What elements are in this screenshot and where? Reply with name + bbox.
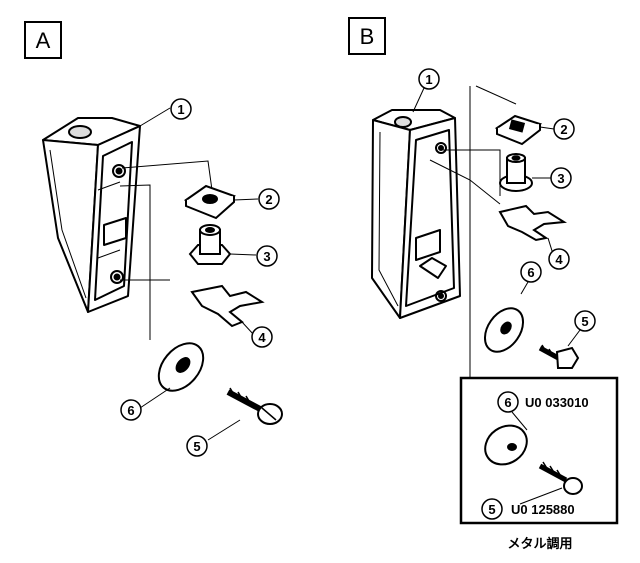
inset-washer-part-code: U0 033010 bbox=[525, 395, 589, 410]
svg-text:6: 6 bbox=[527, 265, 534, 280]
svg-text:5: 5 bbox=[488, 502, 495, 517]
panel-b-label: B bbox=[360, 24, 375, 49]
svg-text:5: 5 bbox=[193, 439, 200, 454]
inset-leader-washer bbox=[511, 411, 528, 431]
panel-a-callout-1: 1 bbox=[170, 98, 192, 120]
panel-a-label-box: A bbox=[24, 21, 62, 59]
panel-a-guides bbox=[119, 160, 213, 340]
panel-b-callout-3: 3 bbox=[550, 167, 572, 189]
panel-b-spring-clip bbox=[498, 204, 568, 242]
svg-text:3: 3 bbox=[557, 171, 564, 186]
panel-b-callout-1: 1 bbox=[418, 68, 440, 90]
panel-b-label-box: B bbox=[348, 17, 386, 55]
svg-text:4: 4 bbox=[555, 252, 563, 267]
panel-b-callout-5: 5 bbox=[574, 310, 596, 332]
inset-washer-callout: 6 bbox=[497, 391, 519, 413]
svg-text:6: 6 bbox=[504, 395, 511, 410]
inset-screw-callout: 5 bbox=[481, 498, 503, 520]
svg-text:5: 5 bbox=[581, 314, 588, 329]
panel-a-callout-5: 5 bbox=[186, 435, 208, 457]
panel-a-hex-boss bbox=[188, 224, 232, 265]
panel-a-screw bbox=[226, 387, 283, 425]
panel-b-boss bbox=[499, 153, 533, 192]
svg-text:2: 2 bbox=[265, 192, 272, 207]
panel-b-screw bbox=[538, 344, 580, 369]
panel-a-callout-2: 2 bbox=[258, 188, 280, 210]
inset-screw bbox=[538, 461, 583, 495]
svg-text:1: 1 bbox=[425, 72, 432, 87]
panel-a-label: A bbox=[36, 28, 51, 53]
panel-a-square-nut bbox=[183, 184, 236, 220]
panel-b-bracket bbox=[371, 109, 461, 319]
inset-washer bbox=[484, 424, 528, 466]
panel-b-leaders bbox=[412, 87, 581, 347]
svg-text:4: 4 bbox=[258, 330, 266, 345]
panel-a-leaders bbox=[139, 107, 259, 441]
svg-text:2: 2 bbox=[560, 122, 567, 137]
metal-variant-caption: メタル調用 bbox=[507, 536, 572, 552]
svg-text:3: 3 bbox=[263, 249, 270, 264]
panel-b-square-nut bbox=[494, 114, 543, 146]
inset-leader-screw bbox=[519, 487, 563, 505]
panel-a-bracket bbox=[42, 117, 141, 313]
metal-variant-inset: 6 U0 033010 5 U0 125880 bbox=[459, 376, 619, 525]
svg-text:1: 1 bbox=[177, 102, 184, 117]
panel-b-callout-4: 4 bbox=[548, 248, 570, 270]
panel-a-callout-6: 6 bbox=[120, 399, 142, 421]
panel-a-callout-4: 4 bbox=[251, 326, 273, 348]
panel-b: B bbox=[348, 17, 619, 552]
panel-a-callout-3: 3 bbox=[256, 245, 278, 267]
panel-a: A bbox=[24, 21, 283, 457]
panel-b-callout-6: 6 bbox=[520, 261, 542, 283]
panel-a-washer bbox=[157, 342, 205, 392]
panel-b-callout-2: 2 bbox=[553, 118, 575, 140]
panel-a-spring-clip bbox=[190, 284, 265, 328]
panel-b-washer bbox=[483, 307, 525, 353]
svg-text:6: 6 bbox=[127, 403, 134, 418]
inset-screw-part-code: U0 125880 bbox=[511, 502, 575, 517]
